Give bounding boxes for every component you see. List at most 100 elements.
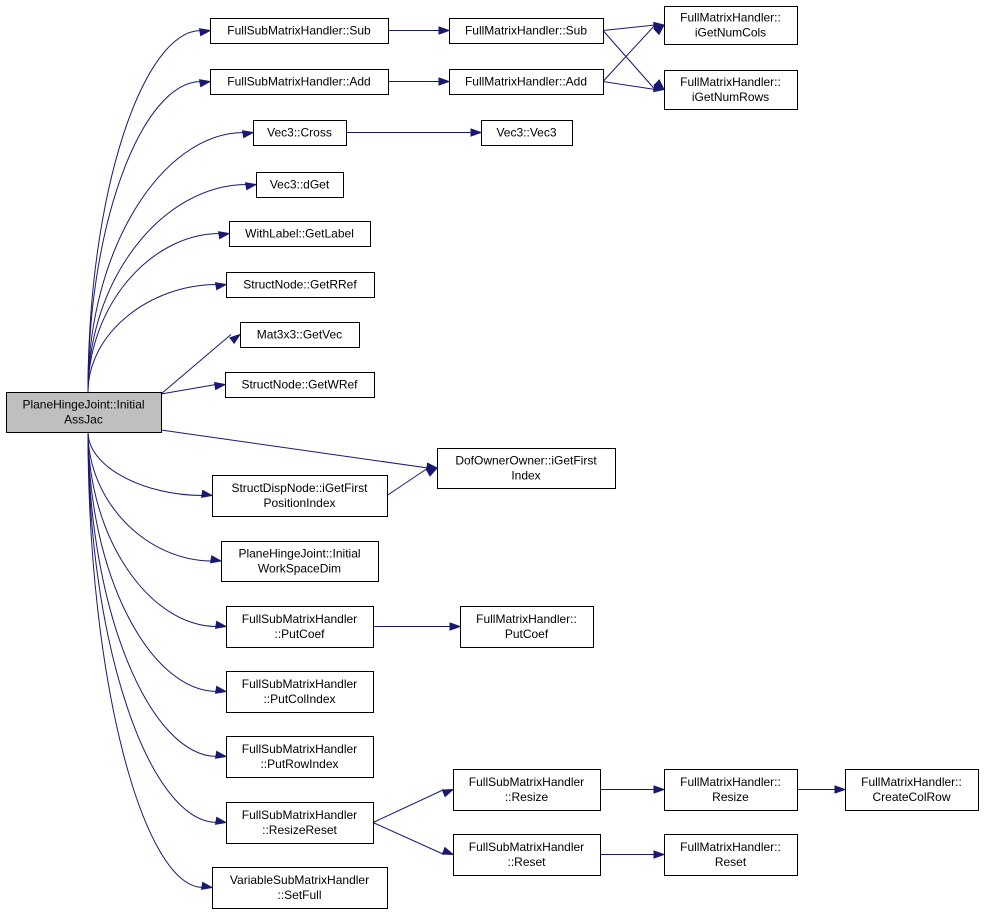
edge-fmh-resize-to-fmh-createcolrow bbox=[797, 785, 847, 794]
graph-node-fsub-putcoef[interactable]: FullSubMatrixHandler::PutCoef bbox=[226, 606, 374, 648]
node-label: FullMatrixHandler::Add bbox=[465, 75, 587, 89]
edge-line bbox=[87, 184, 248, 393]
edge-arrowhead bbox=[214, 620, 228, 629]
graph-node-fsub-putcolindex[interactable]: FullSubMatrixHandler::PutColIndex bbox=[226, 671, 374, 713]
node-label: WithLabel::GetLabel bbox=[245, 227, 354, 241]
node-label: FullSubMatrixHandler bbox=[242, 677, 357, 691]
edge-arrowhead bbox=[653, 850, 666, 859]
graph-node-fsub-resize[interactable]: FullSubMatrixHandler::Resize bbox=[453, 769, 601, 811]
edge-line bbox=[602, 81, 656, 90]
node-box bbox=[226, 736, 374, 778]
node-label: ::SetFull bbox=[277, 888, 321, 902]
node-label: Vec3::dGet bbox=[270, 178, 330, 192]
node-label: FullMatrixHandler:: bbox=[680, 775, 781, 789]
edge-line bbox=[602, 24, 656, 82]
edge-fmh-sub-to-fmh-igetnumrows bbox=[602, 30, 666, 91]
node-label: FullMatrixHandler:: bbox=[680, 840, 781, 854]
node-label: ::PutCoef bbox=[274, 627, 325, 641]
node-label: FullMatrixHandler:: bbox=[861, 775, 962, 789]
graph-node-fmh-igetnumcols[interactable]: FullMatrixHandler::iGetNumCols bbox=[664, 6, 798, 45]
node-box bbox=[240, 322, 360, 348]
graph-node-fmh-reset[interactable]: FullMatrixHandler::Reset bbox=[664, 834, 798, 876]
edge-arrowhead bbox=[441, 788, 455, 798]
edge-arrowhead bbox=[653, 23, 666, 36]
edge-arrowhead bbox=[214, 750, 228, 759]
edge-fsub-resizereset-to-fsub-resize bbox=[372, 788, 455, 823]
node-box bbox=[210, 18, 389, 44]
edge-arrowhead bbox=[214, 282, 228, 291]
graph-node-fmh-createcolrow[interactable]: FullMatrixHandler::CreateColRow bbox=[845, 769, 979, 811]
edge-structdispnode-igetfirst-to-dofowner-igetfirst bbox=[386, 467, 439, 496]
graph-node-fmh-igetnumrows[interactable]: FullMatrixHandler::iGetNumRows bbox=[664, 70, 798, 110]
node-box bbox=[481, 120, 573, 146]
edge-fsub-resize-to-fmh-resize bbox=[600, 785, 666, 794]
edge-arrowhead bbox=[470, 128, 483, 137]
edge-arrowhead bbox=[214, 685, 228, 694]
node-label: Vec3::Vec3 bbox=[496, 126, 556, 140]
node-label: FullSubMatrixHandler bbox=[242, 808, 357, 822]
call-edges bbox=[87, 21, 847, 890]
edge-arrowhead bbox=[438, 77, 451, 86]
edge-fsub-resizereset-to-fsub-reset bbox=[372, 822, 455, 856]
node-box bbox=[253, 120, 347, 146]
edge-fmh-add-to-fmh-igetnumrows bbox=[602, 81, 666, 93]
node-label: StructDispNode::iGetFirst bbox=[231, 481, 368, 495]
graph-node-fsub-putrowindex[interactable]: FullSubMatrixHandler::PutRowIndex bbox=[226, 736, 374, 778]
node-label: Resize bbox=[712, 790, 749, 804]
node-box bbox=[226, 606, 374, 648]
graph-node-fsub-sub[interactable]: FullSubMatrixHandler::Sub bbox=[210, 18, 389, 44]
graph-node-withlabel-getlabel[interactable]: WithLabel::GetLabel bbox=[229, 221, 371, 247]
edge-line bbox=[87, 132, 245, 393]
call-nodes: PlaneHingeJoint::InitialAssJacFullSubMat… bbox=[6, 6, 979, 909]
graph-node-varsub-setfull[interactable]: VariableSubMatrixHandler::SetFull bbox=[212, 867, 388, 909]
node-label: ::ResizeReset bbox=[262, 823, 337, 837]
graph-node-fsub-resizereset[interactable]: FullSubMatrixHandler::ResizeReset bbox=[226, 802, 374, 844]
edge-line bbox=[386, 467, 429, 496]
graph-node-structnode-getwref[interactable]: StructNode::GetWRef bbox=[225, 372, 375, 398]
graph-node-mat3x3-getvec[interactable]: Mat3x3::GetVec bbox=[240, 322, 360, 348]
graph-node-fmh-add[interactable]: FullMatrixHandler::Add bbox=[449, 69, 604, 95]
node-label: iGetNumCols bbox=[695, 26, 766, 40]
edge-root-to-fsub-sub bbox=[87, 28, 212, 393]
graph-node-fmh-sub[interactable]: FullMatrixHandler::Sub bbox=[449, 18, 604, 44]
edge-root-to-structnode-getrref bbox=[87, 282, 228, 393]
graph-node-fmh-resize[interactable]: FullMatrixHandler::Resize bbox=[664, 769, 798, 811]
edge-arrowhead bbox=[834, 785, 847, 794]
edge-arrowhead bbox=[241, 130, 255, 139]
node-label: WorkSpaceDim bbox=[258, 562, 341, 576]
edge-line bbox=[87, 284, 218, 393]
graph-node-vec3-cross[interactable]: Vec3::Cross bbox=[253, 120, 347, 146]
node-box bbox=[212, 475, 388, 517]
node-box bbox=[226, 272, 375, 298]
node-label: ::Resize bbox=[505, 790, 549, 804]
edge-arrowhead bbox=[438, 26, 451, 35]
edge-root-to-varsub-setfull bbox=[87, 431, 214, 890]
edge-root-to-structdispnode-igetfirst bbox=[87, 431, 214, 498]
node-label: PutCoef bbox=[505, 627, 549, 641]
graph-node-fmh-putcoef[interactable]: FullMatrixHandler::PutCoef bbox=[460, 606, 594, 648]
edge-fsub-putcoef-to-fmh-putcoef bbox=[373, 622, 462, 631]
edge-root-to-fsub-putrowindex bbox=[87, 431, 228, 759]
graph-node-fsub-reset[interactable]: FullSubMatrixHandler::Reset bbox=[453, 834, 601, 876]
edge-root-to-fsub-add bbox=[87, 79, 212, 393]
node-label: Index bbox=[511, 469, 540, 483]
edge-fsub-add-to-fmh-add bbox=[388, 77, 451, 86]
edge-arrowhead bbox=[653, 785, 666, 794]
node-label: FullSubMatrixHandler bbox=[242, 612, 357, 626]
graph-node-vec3-vec3[interactable]: Vec3::Vec3 bbox=[481, 120, 573, 146]
edge-arrowhead bbox=[244, 182, 258, 191]
node-label: FullSubMatrixHandler::Add bbox=[227, 75, 370, 89]
edge-root-to-vec3-dget bbox=[87, 182, 258, 393]
node-label: iGetNumRows bbox=[692, 90, 769, 104]
edge-root-to-fsub-resizereset bbox=[87, 431, 228, 825]
edge-arrowhead bbox=[198, 79, 212, 88]
graph-node-fsub-add[interactable]: FullSubMatrixHandler::Add bbox=[210, 69, 389, 95]
graph-node-structnode-getrref[interactable]: StructNode::GetRRef bbox=[226, 272, 375, 298]
node-box bbox=[212, 867, 388, 909]
graph-node-vec3-dget[interactable]: Vec3::dGet bbox=[256, 172, 344, 198]
